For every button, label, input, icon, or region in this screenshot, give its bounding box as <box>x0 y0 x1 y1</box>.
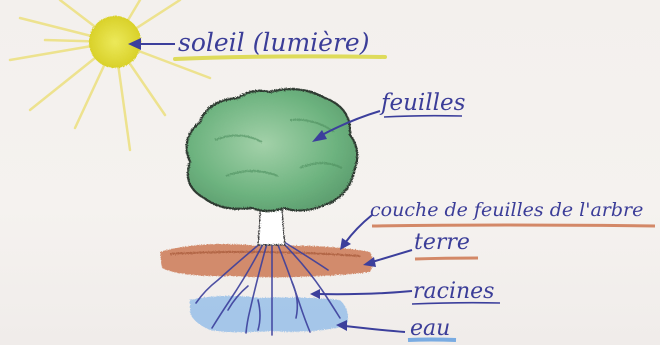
couche-underline <box>372 225 655 226</box>
water-band <box>190 296 348 332</box>
racines-arrow <box>310 289 412 299</box>
eau-arrow <box>336 320 405 332</box>
label-racines: racines <box>413 281 494 303</box>
label-eau: eau <box>410 318 450 340</box>
label-terre: terre <box>414 232 470 254</box>
label-soleil: soleil (lumière) <box>178 30 369 55</box>
tree-icon <box>187 89 358 211</box>
couche-arrow <box>340 215 372 250</box>
label-couche-feuilles: couche de feuilles de l'arbre <box>370 201 643 220</box>
terre-underline <box>415 258 478 259</box>
label-feuilles: feuilles <box>381 92 465 115</box>
